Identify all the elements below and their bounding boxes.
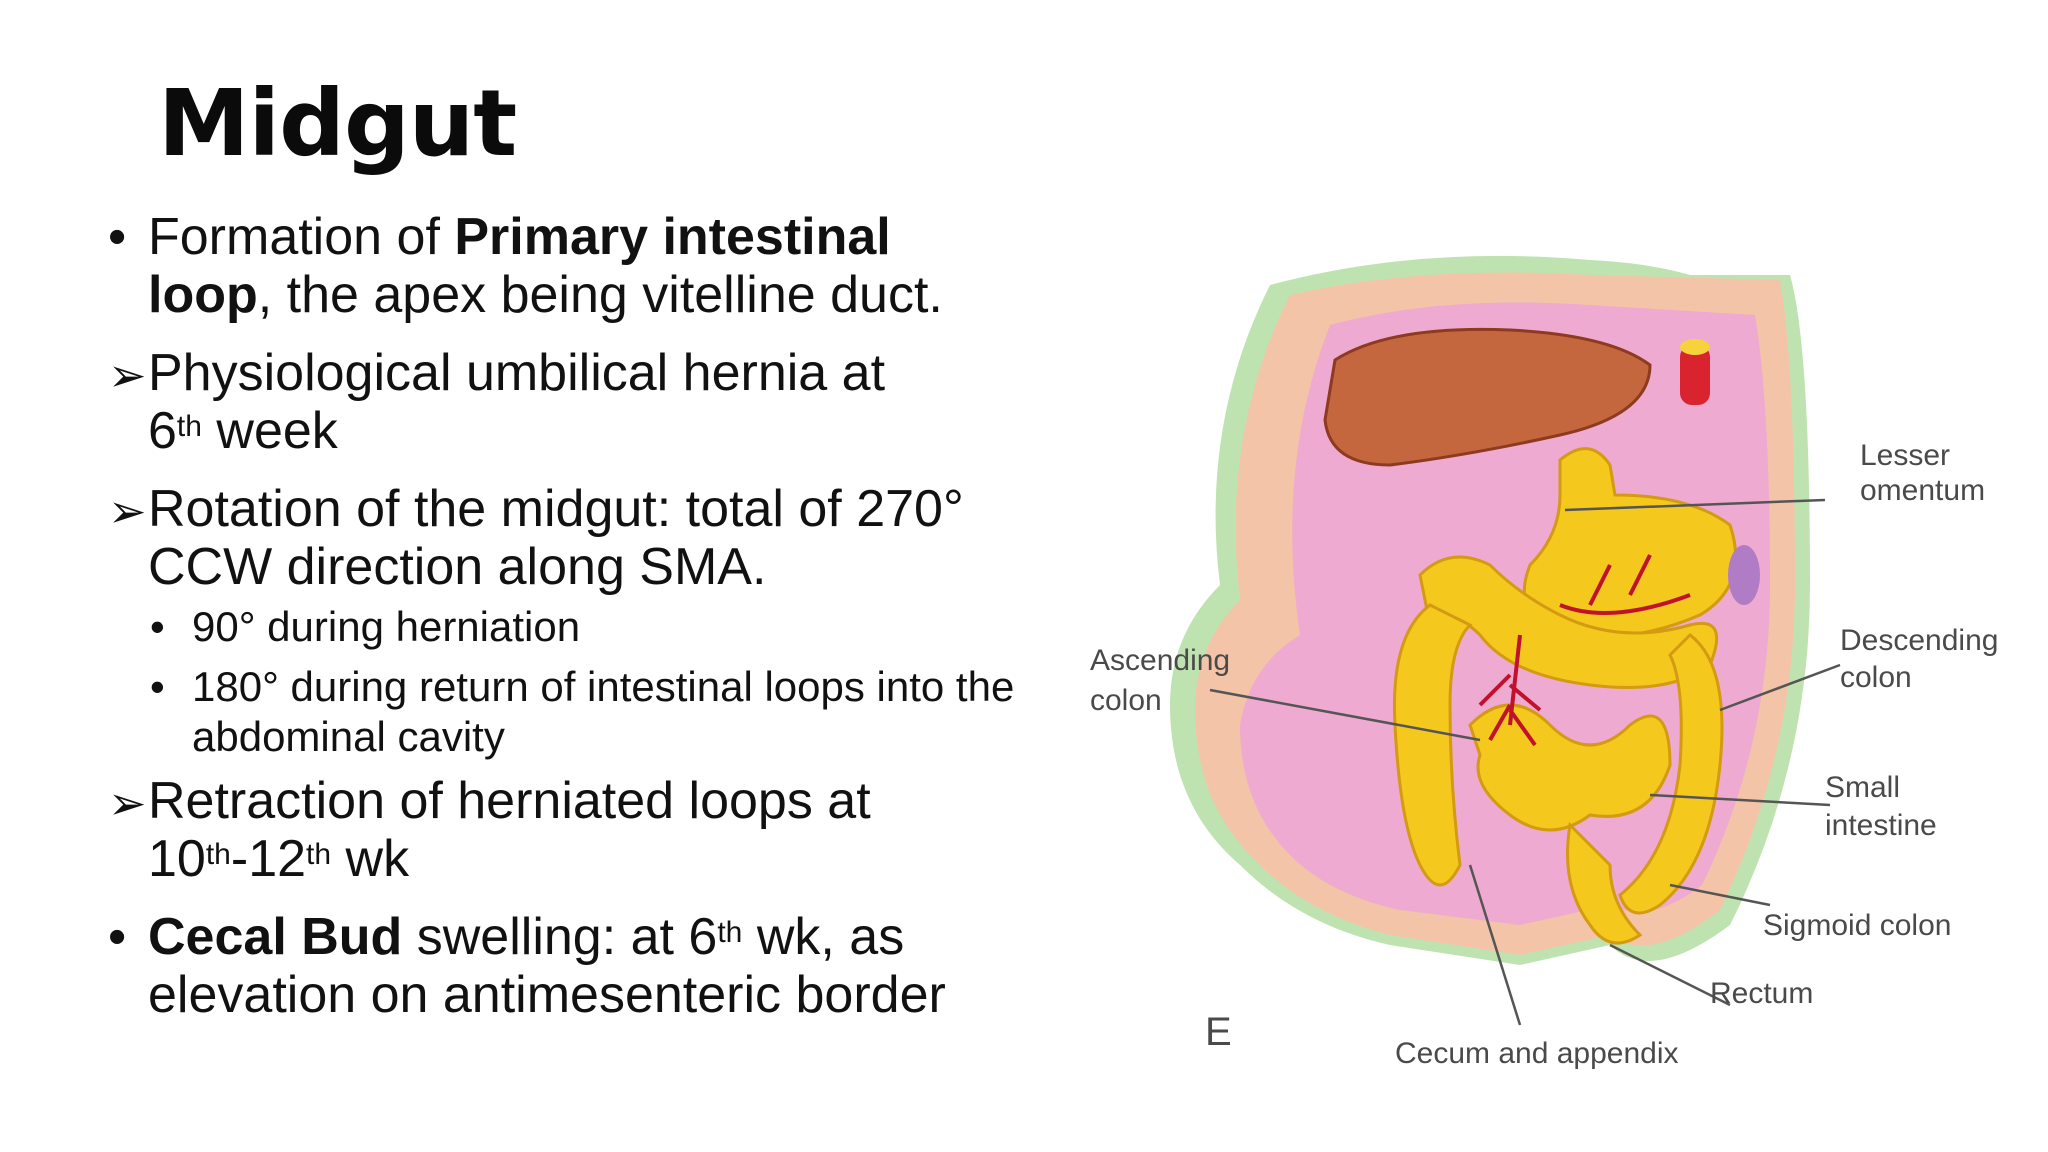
spleen xyxy=(1728,545,1760,605)
liver xyxy=(1323,327,1652,467)
ascending-colon xyxy=(1392,603,1473,887)
sub-bullet-herniation: • 90° during herniation xyxy=(150,603,581,650)
bullet-umbilical-hernia: ➢ Physiological umbilical hernia at 6th … xyxy=(108,344,886,460)
bullet-primary-loop: • Formation of Primary intestinal loop, … xyxy=(108,208,943,324)
label-cecum-appendix: Cecum and appendix xyxy=(1395,1037,1679,1070)
label-sigmoid-colon: Sigmoid colon xyxy=(1763,909,1951,942)
arrow-bullet-icon: ➢ xyxy=(108,485,147,537)
descending-colon xyxy=(1618,633,1724,915)
bullet-icon: • xyxy=(150,663,165,710)
bullet-retraction: ➢ Retraction of herniated loops at 10th-… xyxy=(108,772,871,888)
sub-bullet-return: • 180° during return of intestinal loops… xyxy=(150,663,1015,760)
bullet-cecal-bud: • Cecal Bud swelling: at 6th wk, as elev… xyxy=(108,908,946,1024)
label-descending-colon-1: Descending xyxy=(1840,624,1998,657)
aorta-lumen xyxy=(1680,339,1710,355)
slide-title: Midgut xyxy=(158,70,517,177)
sigmoid-rectum xyxy=(1566,821,1643,945)
label-lesser-omentum-1: Lesser xyxy=(1860,439,1950,472)
bullet-icon: • xyxy=(108,908,127,966)
arrow-bullet-icon: ➢ xyxy=(108,349,147,401)
midgut-diagram: Lesser omentum Ascending colon Descendin… xyxy=(1090,255,1998,1070)
panel-letter: E xyxy=(1205,1010,1232,1054)
label-rectum: Rectum xyxy=(1710,977,1813,1010)
bullet-list: • Formation of Primary intestinal loop, … xyxy=(108,208,1028,1044)
rotation-sublist: • 90° during herniation • 180° during re… xyxy=(108,602,1028,762)
label-descending-colon-2: colon xyxy=(1840,661,1912,694)
stomach xyxy=(1522,447,1738,639)
label-ascending-colon-2: colon xyxy=(1090,684,1162,717)
label-ascending-colon-1: Ascending xyxy=(1090,644,1230,677)
bullet-rotation: ➢ Rotation of the midgut: total of 270° … xyxy=(108,480,964,596)
bullet-icon: • xyxy=(108,208,127,266)
transverse-colon xyxy=(1418,555,1719,689)
bullet-icon: • xyxy=(150,603,165,650)
label-small-intestine-2: intestine xyxy=(1825,809,1937,842)
mesenteric-vessels xyxy=(1478,554,1691,747)
small-intestine xyxy=(1468,703,1672,832)
arrow-bullet-icon: ➢ xyxy=(108,777,147,829)
midgut-illustration: Lesser omentum Ascending colon Descendin… xyxy=(1090,165,2030,1085)
label-lesser-omentum-2: omentum xyxy=(1860,474,1985,507)
label-small-intestine-1: Small xyxy=(1825,771,1900,804)
aorta xyxy=(1680,345,1710,405)
